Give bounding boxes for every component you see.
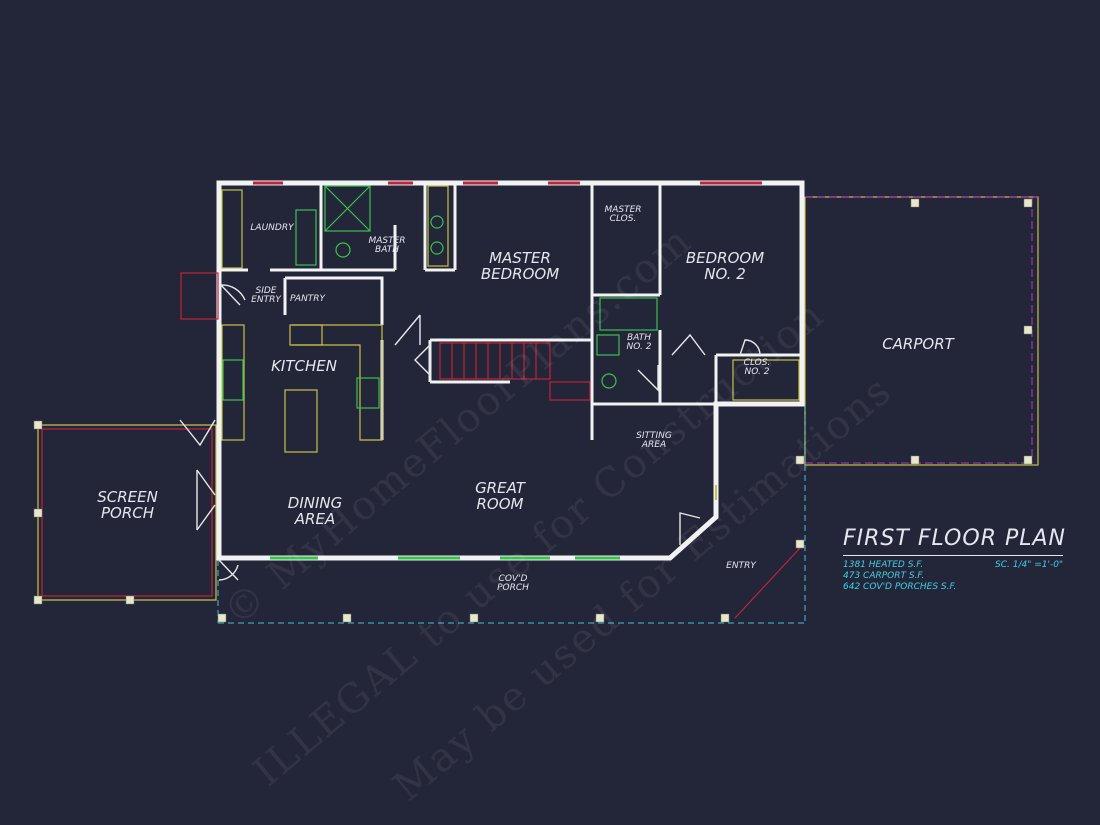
scale-note: SC. 1/4" =1'-0" (995, 560, 1064, 570)
label-pantry: PANTRY (289, 294, 326, 304)
door-swings (179, 284, 761, 581)
label-entry: ENTRY (726, 561, 756, 571)
label-closet-2: CLOS. NO. 2 (743, 358, 771, 378)
label-laundry: LAUNDRY (250, 223, 294, 233)
stairs (439, 342, 591, 401)
label-master-bath: MASTER BATH (368, 236, 406, 256)
plan-title: FIRST FLOOR PLAN (843, 526, 1067, 551)
side-entry-stoop (180, 272, 219, 320)
label-master-bedroom: MASTER BEDROOM (480, 249, 560, 283)
label-bath-2: BATH NO. 2 (626, 333, 652, 353)
covered-porch-outline (217, 405, 806, 624)
carport-sf: 473 CARPORT S.F. (843, 571, 925, 581)
label-kitchen: KITCHEN (271, 357, 337, 375)
label-master-closet: MASTER CLOS. (604, 205, 642, 225)
kitchen-fixtures (221, 185, 800, 453)
label-carport: CARPORT (882, 335, 954, 353)
heated-sf: 1381 HEATED S.F. (843, 560, 924, 570)
carport-outline (795, 196, 1039, 466)
label-covd-porch: COV'D PORCH (497, 574, 529, 594)
label-side-entry: SIDE ENTRY (251, 286, 281, 306)
exterior-walls (216, 180, 805, 561)
label-dining-area: DINING AREA (287, 494, 343, 528)
label-great-room: GREAT ROOM (475, 479, 525, 513)
screen-porch-outline (33, 420, 217, 605)
label-screen-porch: SCREEN PORCH (97, 488, 158, 522)
porches-sf: 642 COV'D PORCHES S.F. (843, 582, 957, 592)
label-bedroom-2: BEDROOM NO. 2 (685, 249, 765, 283)
label-sitting-area: SITTING AREA (636, 431, 672, 451)
title-underline (843, 555, 1063, 556)
interior-walls (219, 183, 802, 440)
